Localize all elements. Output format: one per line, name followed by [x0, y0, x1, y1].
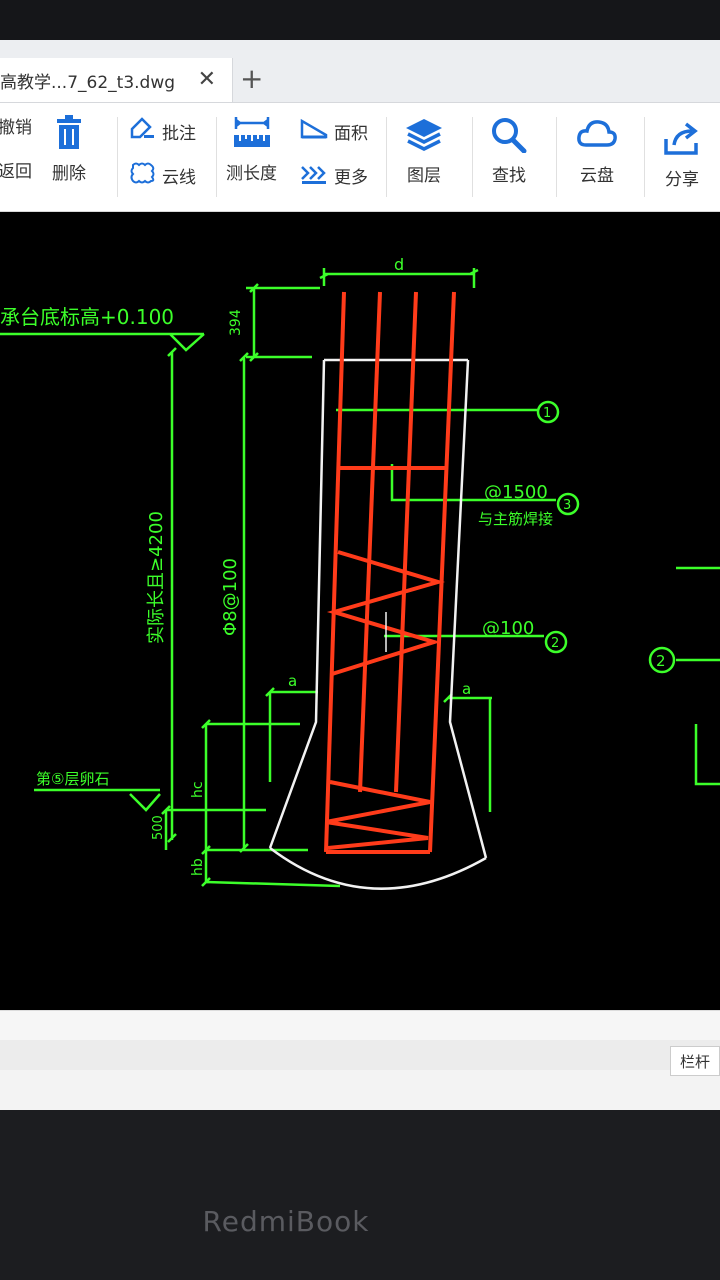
cloud-icon: [576, 117, 618, 157]
tab-title: 高教学...7_62_t3.dwg: [0, 72, 176, 93]
toolbar: 撤销 返回 删除 批注: [0, 103, 720, 212]
search-icon: [490, 117, 528, 157]
toolbar-divider: [556, 117, 557, 197]
hc-label: hc: [190, 781, 206, 798]
area-label: 面积: [334, 123, 368, 144]
a-right-label: a: [462, 680, 471, 698]
layers-button[interactable]: 图层: [404, 117, 444, 186]
rebar-cage: [324, 291, 456, 854]
railing-label: 栏杆: [679, 1052, 710, 1071]
pile-drawing: d 承台底标高+0.100 394 实际长且≥4200 Φ8@100 @1500…: [0, 255, 720, 890]
dim-394-label: 394: [228, 309, 244, 336]
share-button[interactable]: 分享: [662, 121, 702, 190]
app-window: 高教学...7_62_t3.dwg ✕ + 撤销 返回 删除: [0, 40, 720, 1110]
layers-icon: [404, 117, 444, 157]
right-detail-lines: [676, 566, 720, 786]
layers-label: 图层: [407, 166, 441, 186]
close-icon[interactable]: ✕: [197, 67, 216, 92]
callout-2b-label: 2: [656, 652, 666, 670]
status-bar: [0, 1010, 720, 1041]
dim-a-left-line: [265, 687, 318, 782]
find-button[interactable]: 查找: [490, 117, 528, 186]
monitor-bezel-bottom: [0, 1110, 720, 1280]
more-label: 更多: [334, 167, 368, 188]
more-icon: [300, 161, 328, 189]
cap-elevation-label: 承台底标高+0.100: [0, 305, 174, 329]
toolbar-divider: [644, 117, 645, 197]
dim-500-line: [161, 805, 266, 850]
back-button[interactable]: 返回: [0, 157, 32, 182]
measure-length-label: 测长度: [226, 164, 277, 184]
tab-bar: 高教学...7_62_t3.dwg ✕ +: [0, 40, 720, 103]
measure-length-button[interactable]: 测长度: [226, 115, 277, 184]
brand-logo: RedmiBook: [202, 1205, 370, 1238]
cloud-drive-button[interactable]: 云盘: [576, 117, 618, 186]
dim-total-line: [167, 347, 177, 843]
total-length-label: 实际长且≥4200: [146, 511, 167, 644]
callout-1-label: 1: [543, 406, 551, 421]
undo-button[interactable]: 撤销: [0, 113, 32, 138]
annotate-icon: [130, 117, 156, 145]
delete-button[interactable]: 删除: [52, 115, 86, 184]
add-tab-icon[interactable]: +: [240, 62, 264, 95]
callout-1-circle: [536, 400, 560, 424]
callout-3-label: 3: [563, 498, 571, 513]
callout-2-label: 2: [551, 636, 559, 651]
area-icon: [300, 117, 328, 145]
weld-note-label: 与主筋焊接: [478, 510, 553, 528]
spacing-100-label: @100: [482, 618, 534, 639]
undo-label: 撤销: [0, 118, 32, 138]
cloud-line-label: 云线: [162, 167, 196, 188]
ruler-icon: [232, 115, 272, 155]
cloud-line-icon: [130, 161, 156, 189]
hb-label: hb: [190, 858, 206, 876]
railing-panel[interactable]: 栏杆: [670, 1046, 720, 1076]
dim-hb-line: [201, 845, 341, 888]
rock-layer-line: [34, 788, 161, 812]
a-left-label: a: [288, 672, 297, 690]
stirrup-label: Φ8@100: [220, 558, 241, 636]
dim-500-label: 500: [151, 815, 166, 840]
pile-outline: [268, 358, 488, 890]
dim-top-line: [319, 268, 479, 288]
status-bar-lower: [0, 1040, 720, 1070]
rock-layer-label: 第⑤层卵石: [36, 770, 109, 788]
callout-2b-circle: [648, 646, 676, 674]
dim-hc-line: [201, 719, 300, 882]
callout-2-circle: [544, 630, 568, 654]
spacing-1500-label: @1500: [484, 482, 548, 503]
annotate-label: 批注: [162, 123, 196, 144]
dim-stirrup-line: [239, 352, 249, 853]
cap-elevation-line: [0, 332, 205, 352]
callout-3-circle: [556, 492, 580, 516]
toolbar-divider: [216, 117, 217, 197]
monitor-bezel-top: [0, 0, 720, 42]
cloud-line-button[interactable]: 云线: [130, 161, 196, 189]
dim-top-label: d: [394, 255, 404, 274]
dim-394-line: [246, 283, 320, 362]
toolbar-divider: [386, 117, 387, 197]
cloud-drive-label: 云盘: [580, 166, 614, 186]
toolbar-divider: [472, 117, 473, 197]
share-icon: [662, 121, 702, 161]
back-label: 返回: [0, 162, 32, 182]
callout-3-leader: [390, 464, 556, 502]
annotate-button[interactable]: 批注: [130, 117, 196, 145]
drawing-canvas[interactable]: d 承台底标高+0.100 394 实际长且≥4200 Φ8@100 @1500…: [0, 212, 720, 1050]
trash-icon: [54, 115, 84, 155]
toolbar-divider: [117, 117, 118, 197]
area-button[interactable]: 面积: [300, 117, 368, 145]
delete-label: 删除: [52, 164, 86, 184]
more-button[interactable]: 更多: [300, 161, 368, 189]
document-tab[interactable]: 高教学...7_62_t3.dwg ✕: [0, 58, 233, 102]
find-label: 查找: [492, 166, 526, 186]
share-label: 分享: [665, 170, 699, 190]
